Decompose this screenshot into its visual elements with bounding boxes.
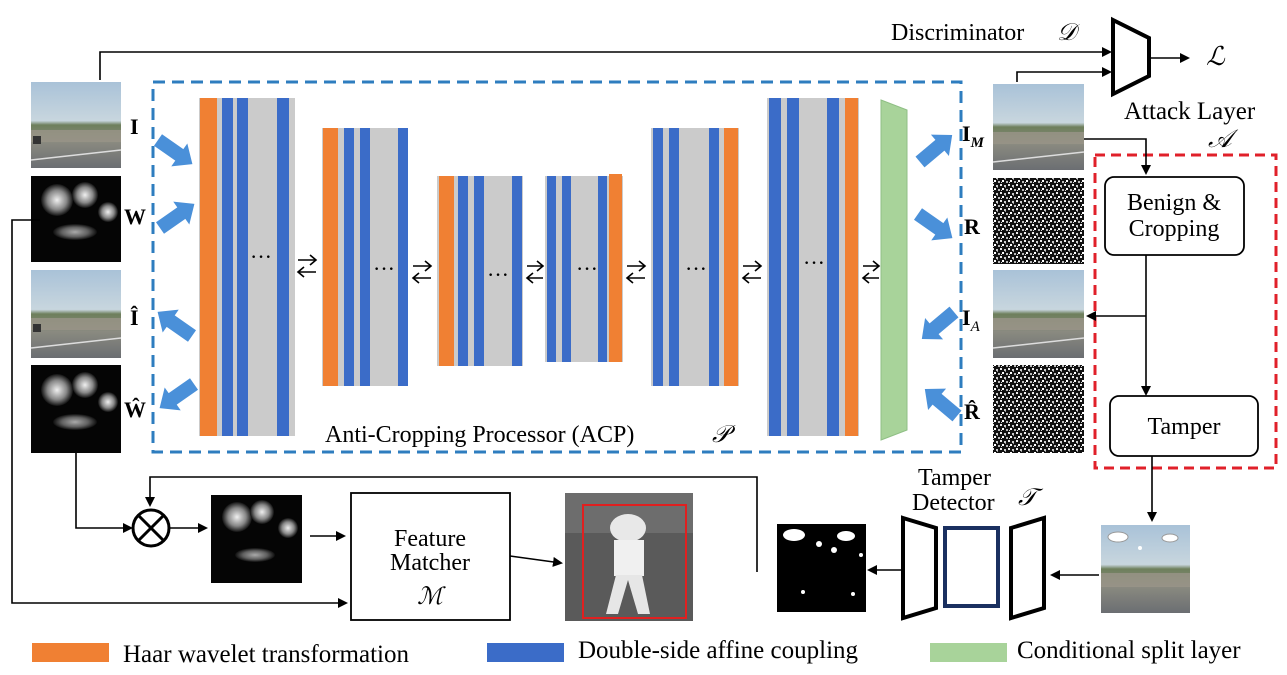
masked-watermark-image: [211, 495, 302, 583]
dots-6: ···: [803, 250, 825, 275]
legend-swatch-haar: [32, 643, 109, 662]
label-IM: IM: [962, 121, 985, 151]
right-blue-arrows: [913, 134, 962, 422]
acp-box: [151, 80, 963, 454]
arrow-out-R: [913, 208, 953, 241]
output-image-W-hat: [31, 365, 121, 453]
acp-block-4: [545, 174, 623, 362]
discriminator-label: Discriminator: [891, 20, 1024, 46]
matched-result-image: [565, 493, 693, 621]
label-I: I: [130, 114, 139, 139]
arrow-in-IA: [921, 306, 959, 340]
block-bidirectional-arrows: [296, 254, 881, 284]
acp-block-6: [767, 98, 859, 436]
acp-label: Anti-Cropping Processor (ACP): [325, 422, 634, 448]
label-IA: IA: [962, 305, 981, 335]
detector-line1: Tamper: [918, 465, 991, 491]
feature-matcher-symbol: ℳ: [417, 584, 446, 610]
arrow-in-W: [155, 201, 195, 234]
line-W-hat-to-multiplier: [75, 453, 133, 533]
detector-symbol: 𝒯: [1018, 485, 1044, 511]
arrow-out-I-hat: [157, 309, 197, 342]
arrow-out-W-hat: [159, 378, 199, 411]
arrow-to-result: [509, 555, 563, 567]
benign-line1: Benign &: [1127, 190, 1221, 216]
dots-1: ···: [250, 244, 272, 269]
discriminator-shape: [1111, 16, 1151, 98]
label-R: R: [964, 214, 981, 239]
discriminator-symbol: 𝒟: [1057, 20, 1081, 46]
input-image-W: [31, 176, 121, 262]
dots-4: ···: [576, 256, 598, 281]
attack-layer-box: [1093, 153, 1278, 470]
image-IA: [992, 270, 1085, 358]
dots-2: ···: [373, 256, 395, 281]
tamper-box: [1109, 395, 1259, 457]
detector-decoder-left: [901, 515, 938, 621]
legend-label-haar: Haar wavelet transformation: [123, 641, 409, 668]
multiplier-symbol: [131, 508, 171, 548]
label-W-hat: Ŵ: [124, 397, 146, 422]
line-to-discriminator: [99, 47, 1112, 80]
label-R-hat: R̂: [964, 399, 981, 424]
benign-line2: Cropping: [1129, 216, 1220, 242]
legend-swatch-split: [930, 643, 1007, 662]
tampered-image: [1101, 525, 1190, 613]
input-image-I: [30, 82, 122, 168]
legend-label-split: Conditional split layer: [1017, 637, 1241, 664]
dots-3: ···: [487, 262, 509, 287]
acp-block-3: [437, 176, 523, 366]
benign-cropping-box: [1104, 176, 1245, 256]
tamper-label: Tamper: [1148, 414, 1221, 440]
acp-block-2: [322, 128, 408, 386]
arrow-IM-to-benign: [1084, 138, 1151, 175]
dots-5: ···: [685, 256, 707, 281]
detector-line2: Detector: [912, 490, 995, 516]
image-R-hat-noise: [993, 365, 1084, 453]
loss-symbol: ℒ: [1206, 42, 1226, 71]
attack-layer-label: Attack Layer: [1124, 98, 1256, 125]
arrow-in-R-hat: [924, 388, 962, 422]
acp-block-5: [651, 128, 739, 386]
legend-swatch-affine: [487, 643, 564, 662]
line-IM-to-discriminator: [1016, 67, 1112, 82]
arrow-out-IM: [915, 134, 953, 168]
feature-matcher-box: [350, 492, 511, 621]
tamper-mask: [777, 524, 866, 612]
line-mask-to-multiplier: [145, 476, 758, 572]
label-W: W: [124, 204, 146, 229]
acp-block-1: [199, 98, 295, 436]
detector-encoder-right: [1009, 515, 1046, 621]
image-IM: [992, 84, 1085, 170]
label-I-hat: Î: [130, 305, 139, 330]
arrow-in-I: [153, 134, 193, 167]
conditional-split-layer: [880, 99, 908, 441]
feature-matcher-line1: Feature: [394, 526, 466, 552]
output-image-I-hat: [30, 270, 122, 358]
detector-bottleneck: [943, 526, 1000, 608]
image-R-noise: [993, 178, 1084, 264]
feature-matcher-line2: Matcher: [390, 550, 470, 576]
attack-layer-symbol: 𝒜: [1208, 126, 1239, 153]
acp-symbol: 𝒫: [712, 422, 736, 448]
legend-label-affine: Double-side affine coupling: [578, 637, 859, 664]
line-W-to-feature-matcher: [11, 219, 348, 608]
left-blue-arrows: [153, 134, 199, 411]
